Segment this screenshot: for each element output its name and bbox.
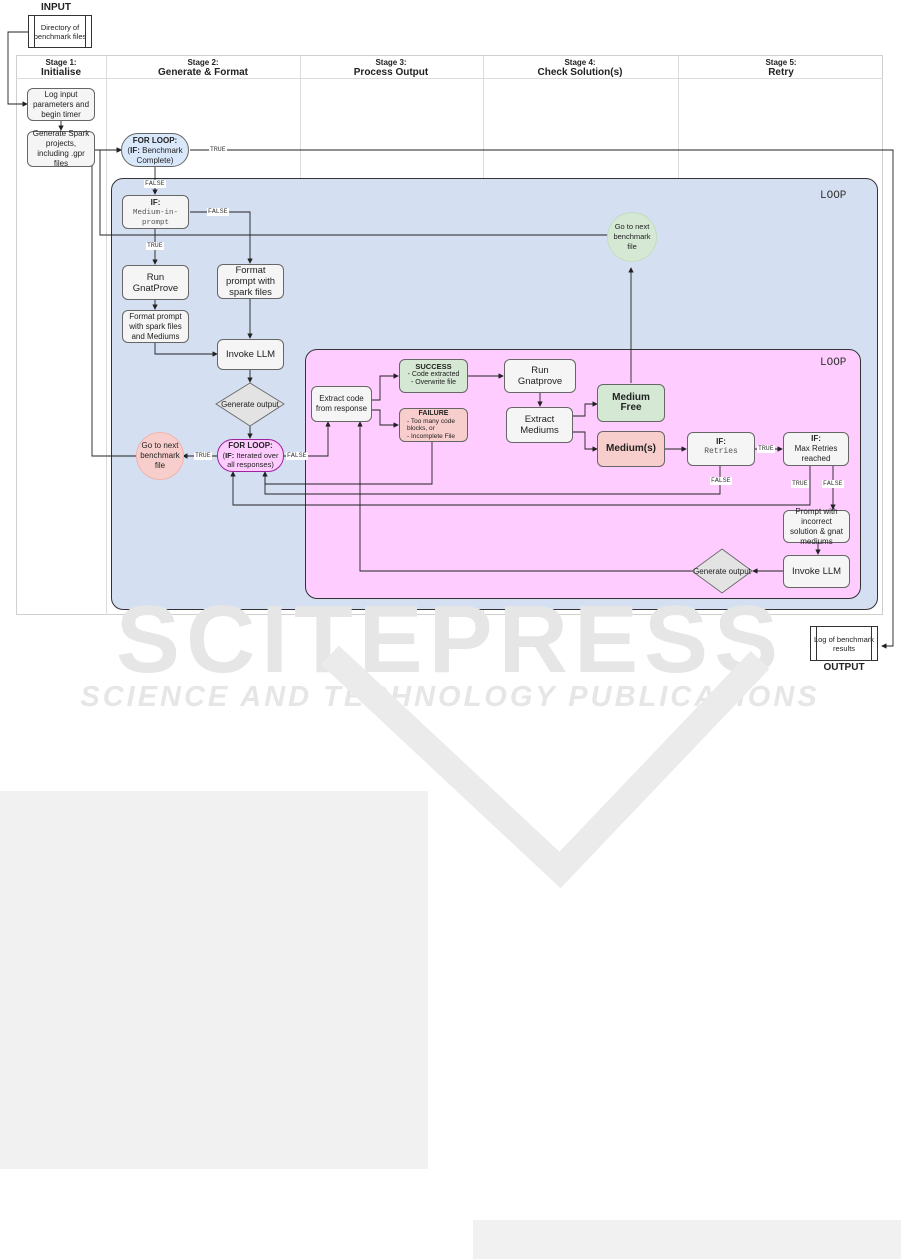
edge-extract-success [372, 373, 399, 401]
invoke-llm-node-2: Invoke LLM [783, 555, 850, 588]
condition-text: Medium-in-prompt [132, 209, 178, 227]
edge-generate2-extract [357, 421, 695, 572]
generate-output-label-1: Generate output [221, 400, 279, 409]
if-keyword: IF: [150, 198, 161, 207]
edge-forloop-true-output [190, 149, 894, 649]
stage-number: Stage 3: [375, 58, 407, 67]
edge-extract-free [573, 401, 598, 417]
condition-text: Retries [704, 447, 738, 456]
prompt-incorrect-node: Prompt with incorrect solution & gnat me… [783, 507, 850, 546]
stage-3-header: Stage 3: Process Output [301, 58, 481, 78]
gen-spark-node: Generate Spark projects, including .gpr … [27, 129, 95, 168]
edge-label-false: FALSE [286, 452, 308, 460]
extract-mediums-node: Extract Mediums [506, 407, 573, 443]
stage-name: Check Solution(s) [537, 67, 623, 78]
edge-gonext-red-back [91, 147, 137, 457]
if-keyword: IF: [130, 146, 140, 155]
edge-label-false: FALSE [710, 477, 732, 485]
for-loop-condition: (IF: Benchmark Complete) [127, 146, 183, 165]
generate-output-diamond-2 [691, 548, 753, 594]
success-title: SUCCESS [415, 362, 452, 371]
stage-header-divider [16, 78, 883, 79]
generate-output-label-2: Generate output [693, 567, 751, 576]
edge-ifmedium-false [190, 211, 253, 264]
edge-failure-back [262, 442, 433, 485]
edge-label-true: TRUE [791, 480, 809, 488]
edge-label-true: TRUE [209, 146, 227, 154]
failure-title: FAILURE [418, 410, 449, 417]
generate-output-diamond-1 [215, 382, 285, 427]
if-medium-node: IF: Medium-in-prompt [122, 195, 189, 229]
for-loop-condition: (IF: Iterated over all responses) [222, 451, 279, 469]
stage-5-header: Stage 5: Retry [691, 58, 871, 78]
edge-label-false: FALSE [822, 480, 844, 488]
for-loop-1-node: FOR LOOP: (IF: Benchmark Complete) [121, 133, 189, 167]
condition-text: Benchmark Complete) [136, 146, 183, 165]
success-node: SUCCESS - Code extracted - Overwrite fil… [399, 359, 468, 393]
edge-extract-failure [372, 409, 399, 428]
mediums-node: Medium(s) [597, 431, 665, 467]
output-label: OUTPUT [823, 662, 865, 673]
if-keyword: IF: [225, 451, 235, 460]
edge-label-true: TRUE [194, 452, 212, 460]
gray-block-left [0, 791, 428, 1169]
swimlane-frame [16, 55, 883, 615]
if-retries-node: IF: Retries [687, 432, 755, 466]
outer-loop-label: LOOP [820, 190, 847, 202]
extract-code-node: Extract code from response [311, 386, 372, 422]
edge-mediums-to-invoke [154, 343, 218, 357]
format-prompt-mediums-node: Format prompt with spark files and Mediu… [122, 310, 189, 343]
invoke-llm-node-1: Invoke LLM [217, 339, 284, 370]
stage-1-header: Stage 1: Initialise [0, 58, 151, 78]
medium-free-node: Medium Free [597, 384, 665, 422]
edge-input-to-log [7, 31, 28, 107]
input-box: Directory of benchmark files [28, 15, 92, 48]
if-keyword: IF: [811, 434, 821, 443]
condition-text: Max Retries reached [794, 444, 838, 463]
for-loop-2-node: FOR LOOP: (IF: Iterated over all respons… [217, 439, 284, 472]
watermark-chevron [321, 645, 770, 889]
format-prompt-spark-node: Format prompt with spark files [217, 264, 284, 299]
edge-label-true: TRUE [146, 242, 164, 250]
success-items: - Code extracted - Overwrite file [407, 371, 460, 386]
log-params-node: Log input parameters and begin timer [27, 88, 95, 121]
stage-name: Generate & Format [157, 67, 249, 78]
input-label: INPUT [41, 2, 71, 13]
stage-name: Process Output [353, 67, 429, 78]
go-next-benchmark-green: Go to next benchmark file [607, 212, 657, 262]
inner-loop-label: LOOP [820, 357, 847, 369]
stage-number: Stage 5: [765, 58, 797, 67]
gray-block-right [473, 1220, 901, 1259]
if-max-retries-node: IF: Max Retries reached [783, 432, 849, 466]
condition-text: Iterated over all responses) [227, 451, 279, 469]
stage-number: Stage 1: [45, 58, 77, 67]
edge-forloop2-false [284, 421, 331, 457]
run-gnatprove-node: Run GnatProve [122, 265, 189, 300]
for-loop-title: FOR LOOP: [228, 441, 273, 450]
edge-label-false: FALSE [144, 180, 166, 188]
watermark-sub: SCIENCE AND TECHNOLOGY PUBLICATIONS [80, 681, 820, 713]
stage-2-header: Stage 2: Generate & Format [113, 58, 293, 78]
inner-loop-container [305, 349, 861, 599]
stage-name: Retry [768, 67, 794, 78]
edge-extract-mediums [573, 431, 598, 452]
failure-node: FAILURE - Too many code blocks, or - Inc… [399, 408, 468, 442]
run-gnatprove-node-2: Run Gnatprove [504, 359, 576, 393]
edge-label-false: FALSE [207, 208, 229, 216]
edge-retries-false [264, 466, 721, 495]
for-loop-title: FOR LOOP: [132, 136, 178, 145]
output-box: Log of benchmark results [810, 626, 878, 661]
go-next-benchmark-red: Go to next benchmark file [136, 432, 184, 480]
edge-label-true: TRUE [757, 445, 775, 453]
stage-number: Stage 2: [187, 58, 219, 67]
stage-4-header: Stage 4: Check Solution(s) [490, 58, 670, 78]
stage-number: Stage 4: [564, 58, 596, 67]
lane-divider [106, 55, 107, 615]
stage-name: Initialise [40, 67, 81, 78]
if-keyword: IF: [716, 437, 726, 446]
failure-items: - Too many code blocks, or - Incomplete … [407, 417, 456, 440]
edge-max-true [230, 466, 811, 506]
watermark-main: SCITEPRESS [115, 586, 785, 693]
